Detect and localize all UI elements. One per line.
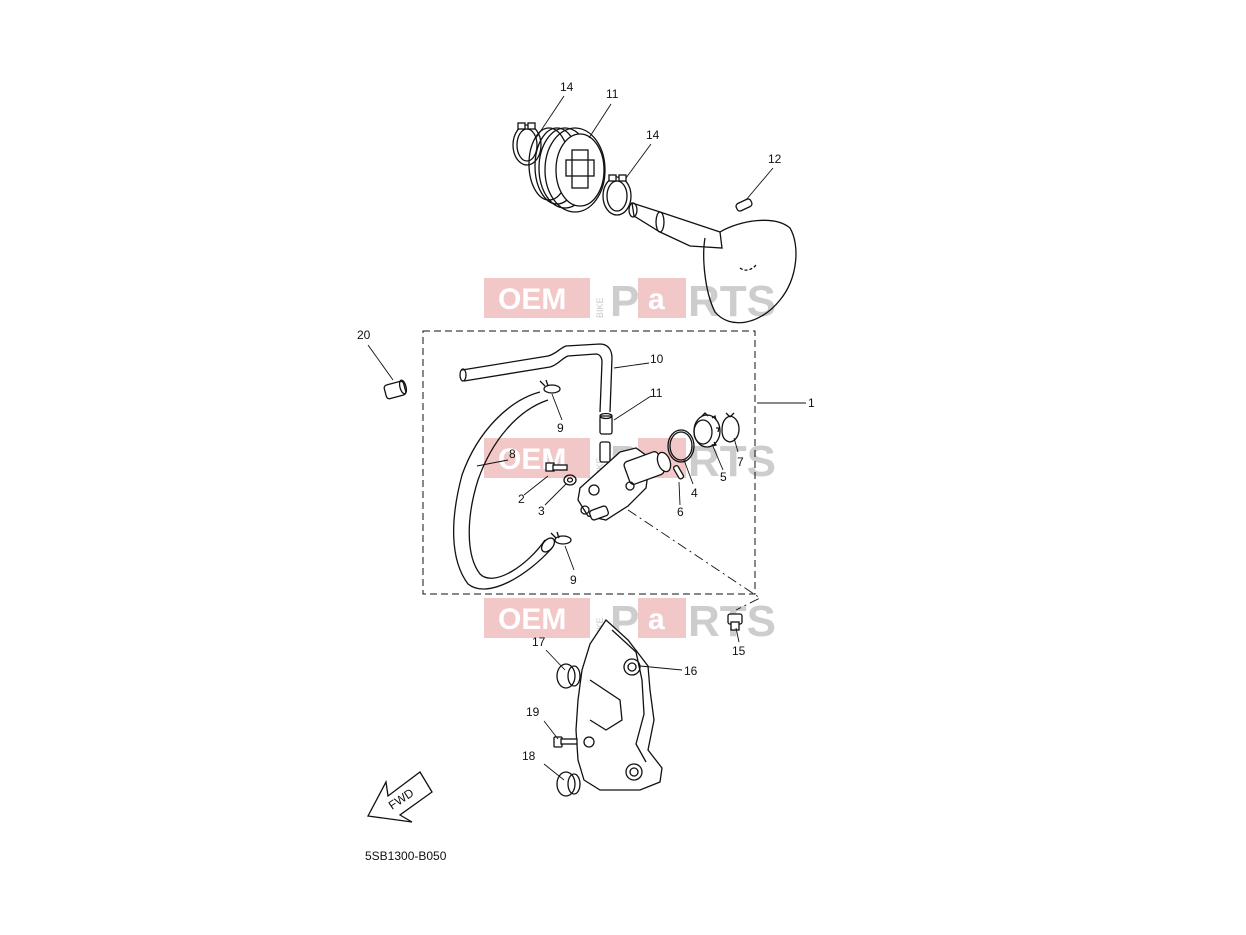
svg-text:OEM: OEM — [498, 603, 566, 636]
cover-16 — [575, 619, 663, 791]
circlip-7 — [721, 412, 740, 443]
assembly-line — [627, 509, 761, 611]
callout-14-left: 14 — [560, 80, 574, 94]
svg-text:BIKE: BIKE — [595, 617, 605, 638]
callout-6: 6 — [677, 505, 684, 519]
callout-5: 5 — [720, 470, 727, 484]
callout-18: 18 — [522, 749, 536, 763]
bolt-2 — [545, 462, 568, 472]
callout-17: 17 — [532, 635, 546, 649]
callout-3: 3 — [538, 504, 545, 518]
callout-15: 15 — [732, 644, 746, 658]
pulley-12 — [528, 127, 606, 213]
circlip-14-left — [512, 122, 542, 166]
svg-text:BIKE: BIKE — [595, 297, 605, 318]
fwd-arrow-icon: FWD — [366, 771, 433, 823]
callout-4: 4 — [691, 486, 698, 500]
oil-pump-body — [577, 441, 672, 521]
washer-3 — [563, 474, 577, 486]
hose-10 — [459, 343, 613, 413]
grommet-17 — [556, 663, 581, 689]
callout-20: 20 — [357, 328, 371, 342]
grommet-18 — [556, 771, 581, 797]
callout-16: 16 — [684, 664, 698, 678]
o-ring-4 — [667, 429, 695, 463]
collar-20 — [383, 379, 408, 400]
hose-8 — [452, 391, 556, 590]
shaft-assembly — [628, 202, 797, 324]
clamp-9-lower — [550, 531, 572, 545]
circlip-14-right — [602, 174, 632, 216]
callout-19: 19 — [526, 705, 540, 719]
svg-text:BIKE: BIKE — [595, 457, 605, 478]
gear-5 — [693, 412, 721, 448]
callouts: 14 11 14 12 20 10 11 1 9 7 8 5 4 2 3 6 9… — [357, 80, 815, 763]
svg-text:OEM: OEM — [498, 283, 566, 316]
callout-12: 11 — [606, 87, 619, 101]
clamp-9-upper — [539, 379, 561, 394]
callout-13: 12 — [768, 152, 782, 166]
pin-13 — [735, 198, 753, 212]
screw-19 — [553, 736, 578, 748]
callout-2: 2 — [518, 492, 525, 506]
watermark-top: OEM BIKE P a RTS — [484, 277, 776, 326]
callout-9-lower: 9 — [570, 573, 577, 587]
svg-text:RTS: RTS — [688, 277, 776, 326]
callout-14-right: 14 — [646, 128, 660, 142]
bolt-15 — [727, 613, 743, 631]
callout-8: 8 — [509, 447, 516, 461]
pin-6 — [672, 465, 685, 480]
svg-text:P: P — [610, 277, 639, 326]
leader-lines — [367, 95, 806, 781]
assembly-box-1 — [422, 330, 756, 595]
callout-9-upper: 9 — [557, 421, 564, 435]
diagram-reference-code: 5SB1300-B050 — [365, 849, 447, 863]
svg-text:a: a — [648, 603, 665, 636]
callout-10: 10 — [650, 352, 664, 366]
callout-7: 7 — [737, 455, 744, 469]
callout-11: 11 — [650, 386, 663, 400]
callout-1: 1 — [808, 396, 815, 410]
svg-text:a: a — [648, 283, 665, 316]
joint-11 — [599, 412, 613, 435]
